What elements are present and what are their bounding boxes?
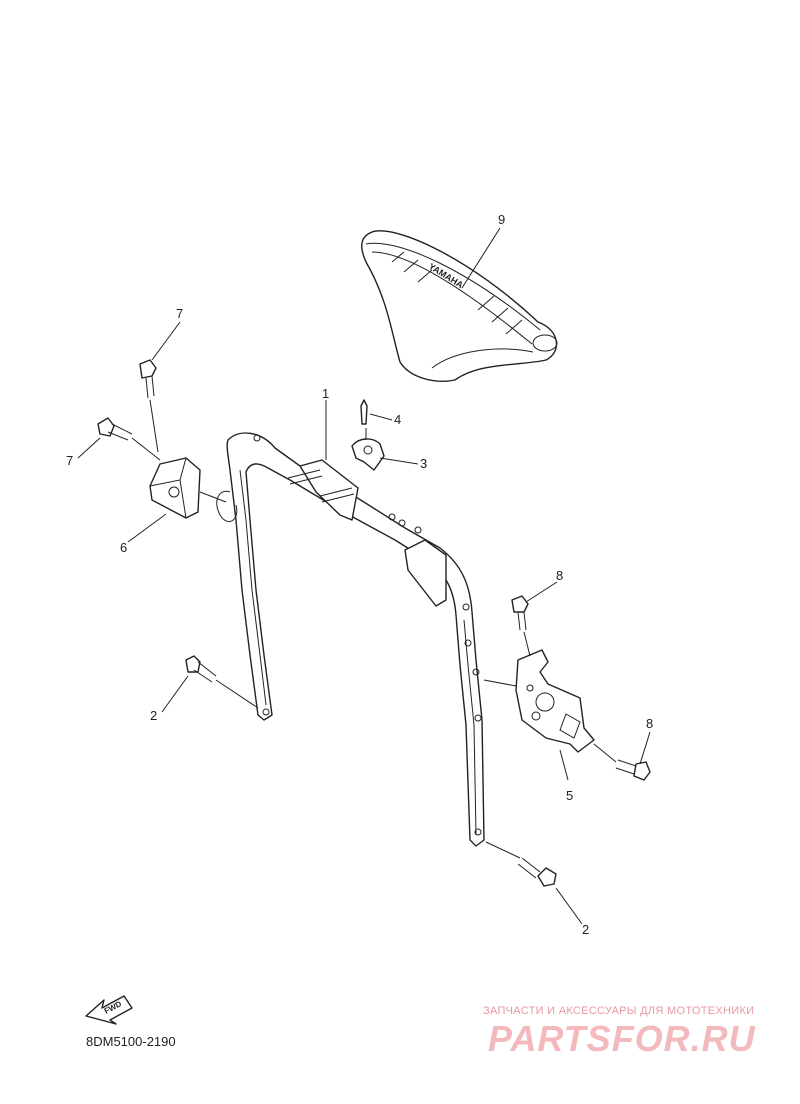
assembly-lines bbox=[131, 399, 617, 859]
fwd-arrow-icon: FWD bbox=[85, 995, 133, 1025]
frame-part-1 bbox=[216, 432, 485, 847]
bracket-part-6 bbox=[149, 457, 201, 519]
bolt-part-2-right bbox=[517, 857, 557, 887]
frame-studs bbox=[287, 469, 355, 503]
bolt-part-8-top bbox=[511, 595, 529, 631]
callout-1: 1 bbox=[322, 386, 329, 401]
callout-2-left: 2 bbox=[150, 708, 157, 723]
callout-4: 4 bbox=[394, 412, 401, 427]
callout-8-right: 8 bbox=[646, 716, 653, 731]
bolt-part-7-left bbox=[97, 417, 133, 441]
watermark-tagline: ЗАПЧАСТИ И АКСЕССУАРЫ ДЛЯ МОТОТЕХНИКИ bbox=[483, 1005, 755, 1017]
pin-part-4 bbox=[360, 399, 368, 425]
callout-7-top: 7 bbox=[176, 306, 183, 321]
clip-part-3 bbox=[351, 438, 385, 471]
diagram-code: 8DM5100-2190 bbox=[86, 1034, 176, 1049]
callout-7-left: 7 bbox=[66, 453, 73, 468]
bolt-part-2-left bbox=[185, 655, 217, 683]
seat-part-9: YAMAHA bbox=[361, 230, 558, 382]
callout-9: 9 bbox=[498, 212, 505, 227]
bolt-part-7-top bbox=[139, 359, 157, 399]
watermark-brand: PARTSFOR.RU bbox=[488, 1018, 756, 1059]
callout-3: 3 bbox=[420, 456, 427, 471]
callout-2-right: 2 bbox=[582, 922, 589, 937]
callout-8-top: 8 bbox=[556, 568, 563, 583]
plate-part-5 bbox=[515, 649, 595, 753]
callout-6: 6 bbox=[120, 540, 127, 555]
callout-5: 5 bbox=[566, 788, 573, 803]
bolt-part-8-right bbox=[615, 759, 651, 781]
callout-leaders bbox=[77, 227, 651, 925]
